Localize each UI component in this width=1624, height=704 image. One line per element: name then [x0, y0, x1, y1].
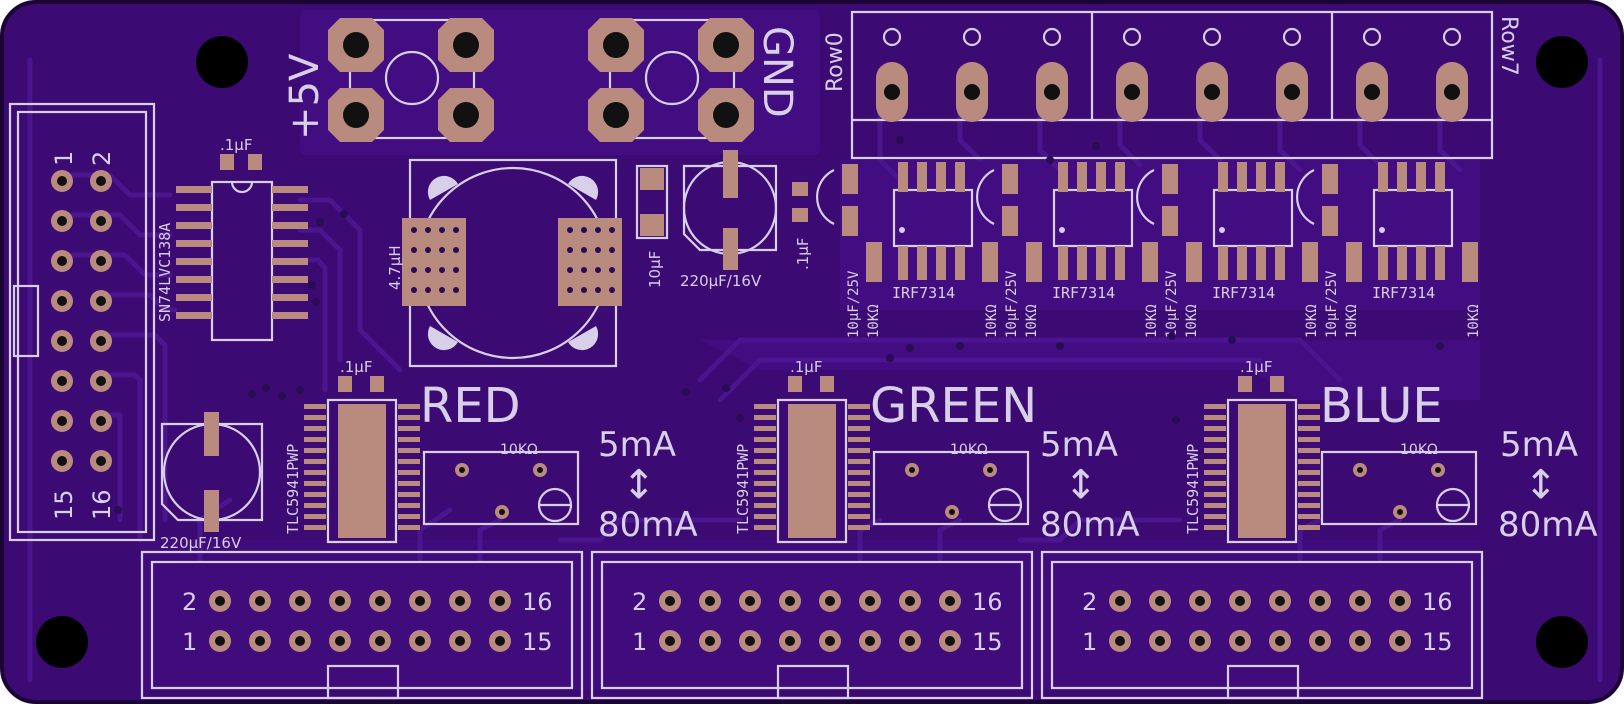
driver-red-label: TLC5941PWP — [284, 444, 302, 534]
cap-bulk-top — [682, 150, 778, 270]
cap25v-1: 10µF/25V — [846, 270, 862, 338]
mosfet-2-label: IRF7314 — [1052, 284, 1115, 302]
decoder-ic-label: SN74LVC138A — [156, 223, 174, 322]
driver-blue-cap: .1µF — [1240, 358, 1272, 376]
row-connector — [850, 10, 1494, 160]
cap25v-4: 10µF/25V — [1324, 270, 1340, 338]
cap-10uf — [635, 164, 669, 240]
vias — [114, 136, 1444, 514]
driver-green-label: TLC5941PWP — [734, 444, 752, 534]
channel-green-max: 80mA — [1040, 505, 1140, 545]
cap-10uf-label: 10µF — [646, 251, 664, 288]
channel-red-min: 5mA — [598, 425, 676, 465]
channel-blue-name: BLUE — [1320, 378, 1443, 434]
hdr-left-pin15: 15 — [50, 489, 78, 520]
label-5v: +5V — [282, 53, 328, 140]
channel-blue-min: 5mA — [1500, 425, 1578, 465]
bh2-pin1: 1 — [632, 628, 647, 656]
inductor-label: 4.7µH — [386, 245, 404, 290]
driver-red — [304, 376, 580, 544]
label-gnd: GND — [754, 26, 800, 118]
res-3a: 10KΩ — [1144, 304, 1160, 338]
cap-bulk-left-label: 220µF/16V — [160, 534, 242, 552]
decoder-cap-label: .1µF — [220, 136, 252, 154]
power-terminal-5v — [328, 18, 494, 142]
bh1-pin1: 1 — [182, 628, 197, 656]
mosfet-1 — [816, 162, 974, 282]
bh1-pin2: 2 — [182, 588, 197, 616]
mosfet-2 — [976, 162, 1134, 282]
cap-bulk-left — [160, 412, 264, 532]
mosfet-4-label: IRF7314 — [1372, 284, 1435, 302]
bh3-pin16: 16 — [1422, 588, 1453, 616]
cap25v-2: 10µF/25V — [1004, 270, 1020, 338]
label-row0: Row0 — [823, 32, 848, 92]
driver-blue — [1204, 376, 1478, 544]
mosfet-3-label: IRF7314 — [1212, 284, 1275, 302]
driver-red-cap: .1µF — [340, 358, 372, 376]
res-1: 10KΩ — [866, 304, 882, 338]
bh3-pin1: 1 — [1082, 628, 1097, 656]
bh2-pin15: 15 — [972, 628, 1003, 656]
mosfet-4 — [1296, 162, 1478, 282]
bh3-pin15: 15 — [1422, 628, 1453, 656]
res-2a: 10KΩ — [984, 304, 1000, 338]
bh1-pin16: 16 — [522, 588, 553, 616]
channel-red-name: RED — [420, 378, 521, 434]
inductor — [402, 158, 622, 368]
bh2-pin16: 16 — [972, 588, 1003, 616]
channel-blue-arrow: ↕ — [1524, 462, 1558, 508]
pot-red-label: 10KΩ — [500, 442, 538, 458]
channel-red-arrow: ↕ — [622, 462, 656, 508]
bh2-pin2: 2 — [632, 588, 647, 616]
bottom-header-1 — [140, 550, 584, 700]
channel-green-name: GREEN — [870, 378, 1037, 434]
cap25v-3: 10µF/25V — [1164, 270, 1180, 338]
res-4b: 10KΩ — [1344, 304, 1360, 338]
pot-green-label: 10KΩ — [950, 442, 988, 458]
driver-blue-label: TLC5941PWP — [1184, 444, 1202, 534]
left-header — [8, 102, 156, 542]
power-terminal-gnd — [588, 18, 754, 142]
mounting-holes — [36, 36, 1588, 668]
hdr-left-pin2: 2 — [88, 151, 116, 166]
res-5: 10KΩ — [1466, 304, 1482, 338]
mosfet-1-label: IRF7314 — [892, 284, 955, 302]
hdr-left-pin1: 1 — [50, 151, 78, 166]
bh1-pin15: 15 — [522, 628, 553, 656]
res-4a: 10KΩ — [1304, 304, 1320, 338]
res-3b: 10KΩ — [1184, 304, 1200, 338]
cap-bulk-top-label: 220µF/16V — [680, 272, 762, 290]
bh3-pin2: 2 — [1082, 588, 1097, 616]
hdr-left-pin16: 16 — [88, 489, 116, 520]
cap-small-b-label: .1µF — [794, 238, 812, 270]
cap-small-b — [792, 182, 808, 222]
pot-blue-label: 10KΩ — [1400, 442, 1438, 458]
driver-green — [754, 376, 1030, 544]
driver-green-cap: .1µF — [790, 358, 822, 376]
channel-blue-max: 80mA — [1498, 505, 1598, 545]
channel-green-min: 5mA — [1040, 425, 1118, 465]
bottom-header-3 — [1040, 550, 1484, 700]
mosfet-3 — [1136, 162, 1294, 282]
channel-green-arrow: ↕ — [1064, 462, 1098, 508]
label-row7: Row7 — [1496, 16, 1521, 76]
res-2b: 10KΩ — [1024, 304, 1040, 338]
channel-red-max: 80mA — [598, 505, 698, 545]
bottom-header-2 — [590, 550, 1034, 700]
decoder-ic — [176, 154, 308, 342]
